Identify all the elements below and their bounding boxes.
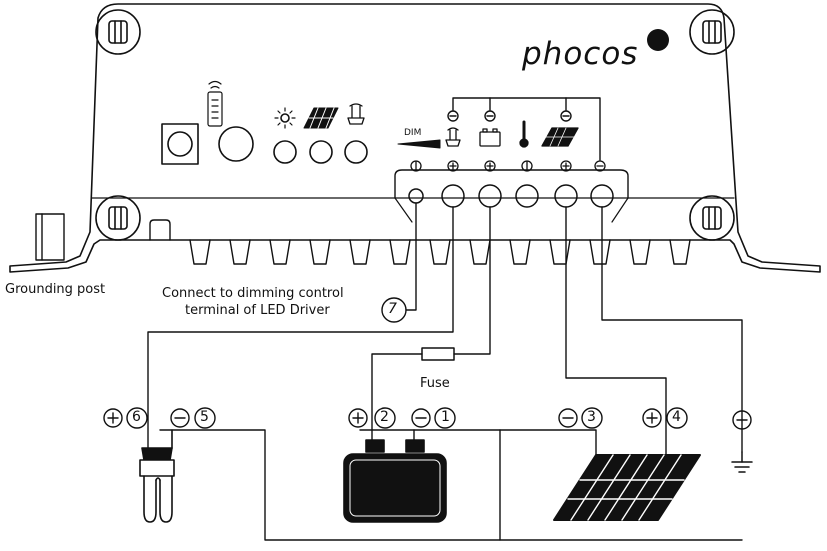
terminal-screws [408,184,614,208]
grounding-post [35,213,65,261]
brand-logo: phocos [522,36,639,72]
heatsink-fins [149,219,691,265]
negative-bus [447,97,601,161]
fuse-label: Fuse [420,376,450,391]
dim-ramp-icon [397,139,441,149]
terminal-symbol-row [410,120,606,172]
status-led-day [273,107,297,164]
terminal-number-battery-plus: 2 [380,409,389,425]
terminal-number-battery-minus: 1 [441,409,450,425]
push-button [218,126,254,162]
remote-control-icon [207,80,223,127]
status-led-solar [303,107,339,164]
terminal-number-load-minus: 5 [200,409,209,425]
fuse-icon [421,347,455,361]
ground-icon [731,451,753,473]
grounding-post-label: Grounding post [5,282,106,297]
brand-dot-icon [647,29,669,51]
dim-label: DIM [404,128,422,138]
terminal-number-panel-plus: 4 [672,409,681,425]
mounting-hole-bottom-left [95,195,141,241]
mounting-hole-top-right [689,9,735,55]
polarity-markers [103,408,752,430]
lamp-icon [139,429,175,523]
status-led-load [344,103,368,164]
configuration-port [161,123,199,165]
dimming-label-line2: terminal of LED Driver [185,303,330,318]
terminal-number-panel-minus: 3 [587,409,596,425]
wires [147,202,743,541]
mounting-hole-top-left [95,9,141,55]
terminal-number-circles [126,297,688,429]
controller-housing [9,3,821,273]
mounting-hole-bottom-right [689,195,735,241]
terminal-number-dimming: 7 [388,301,397,317]
solar-panel-icon [553,454,701,521]
dimming-label-line1: Connect to dimming control [162,286,344,301]
terminal-number-load-plus: 6 [132,409,141,425]
battery-icon [343,439,447,523]
